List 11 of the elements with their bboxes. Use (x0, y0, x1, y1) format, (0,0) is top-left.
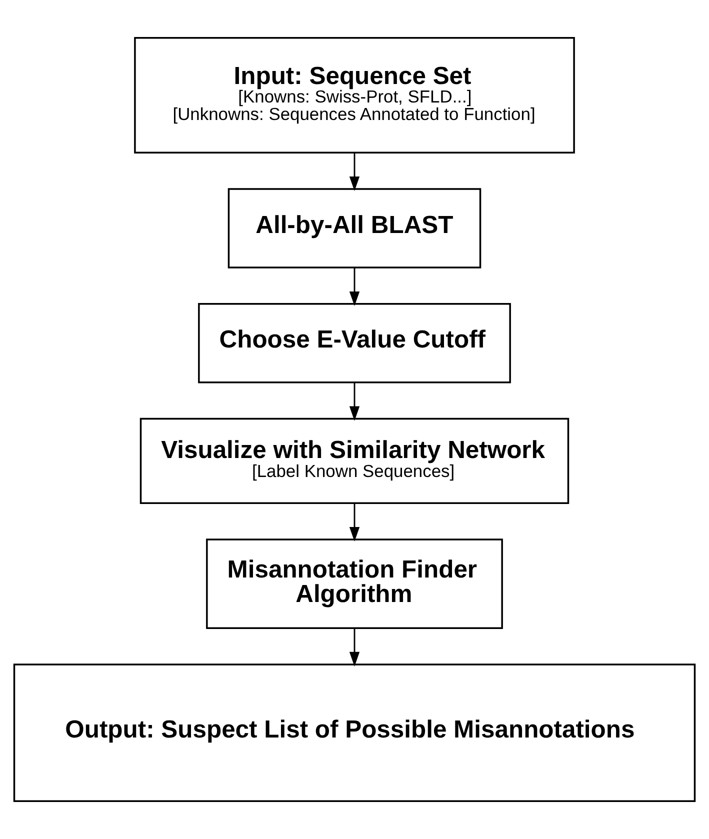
arrow (349, 504, 360, 542)
arrow (349, 153, 360, 192)
arrow (349, 382, 360, 421)
node-box: Output: Suspect List of Possible Misannotations (13, 664, 696, 802)
node-box: Visualize with Similarity Network [Label Known Sequences] (140, 418, 570, 504)
node-box: All-by-All BLAST (228, 188, 482, 268)
node-box: Choose E-Value Cutoff (198, 303, 511, 384)
node-box: Input: Sequence Set [Knowns: Swiss-Prot, SFLD...] [Unknowns: Sequences Annotated to Function] (134, 36, 575, 154)
node-box: Misannotation Finder Algorithm (206, 538, 503, 630)
arrow (349, 268, 360, 306)
arrow (349, 628, 360, 666)
